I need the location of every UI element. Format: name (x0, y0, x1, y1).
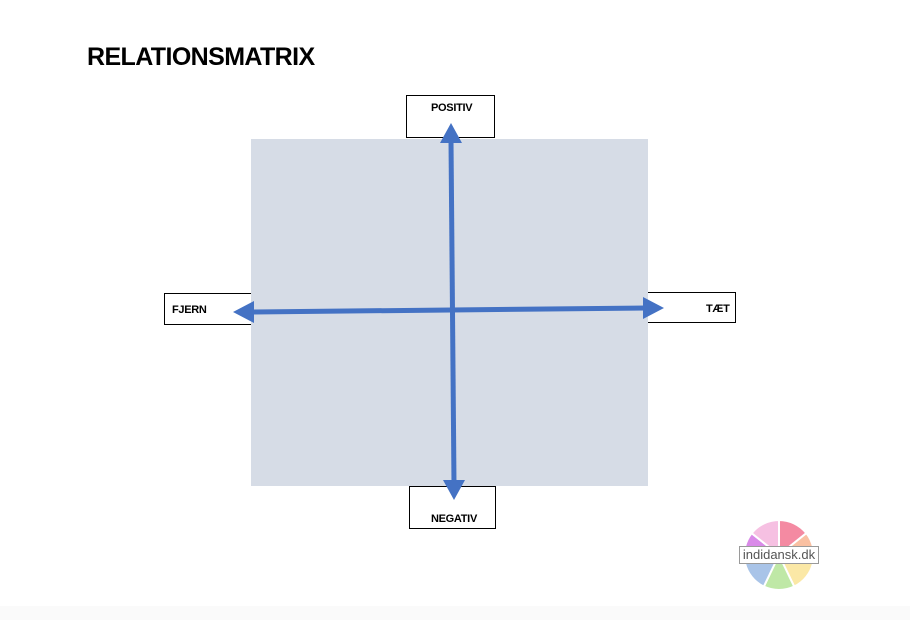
axis-label-right: TÆT (647, 292, 736, 323)
matrix-area (251, 139, 648, 486)
axis-label-left: FJERN (164, 293, 252, 325)
indidansk-logo: indidansk.dk (738, 518, 822, 592)
page-title: RELATIONSMATRIX (87, 43, 315, 71)
page-footer-band (0, 606, 910, 620)
axis-label-bottom: NEGATIV (409, 486, 496, 529)
axis-label-fjern-text: FJERN (172, 304, 207, 316)
logo-text: indidansk.dk (739, 546, 819, 564)
axis-label-taet-text: TÆT (706, 303, 730, 315)
axis-label-positiv-text: POSITIV (431, 102, 473, 114)
axis-label-negativ-text: NEGATIV (431, 513, 477, 525)
axis-label-top: POSITIV (406, 95, 495, 138)
